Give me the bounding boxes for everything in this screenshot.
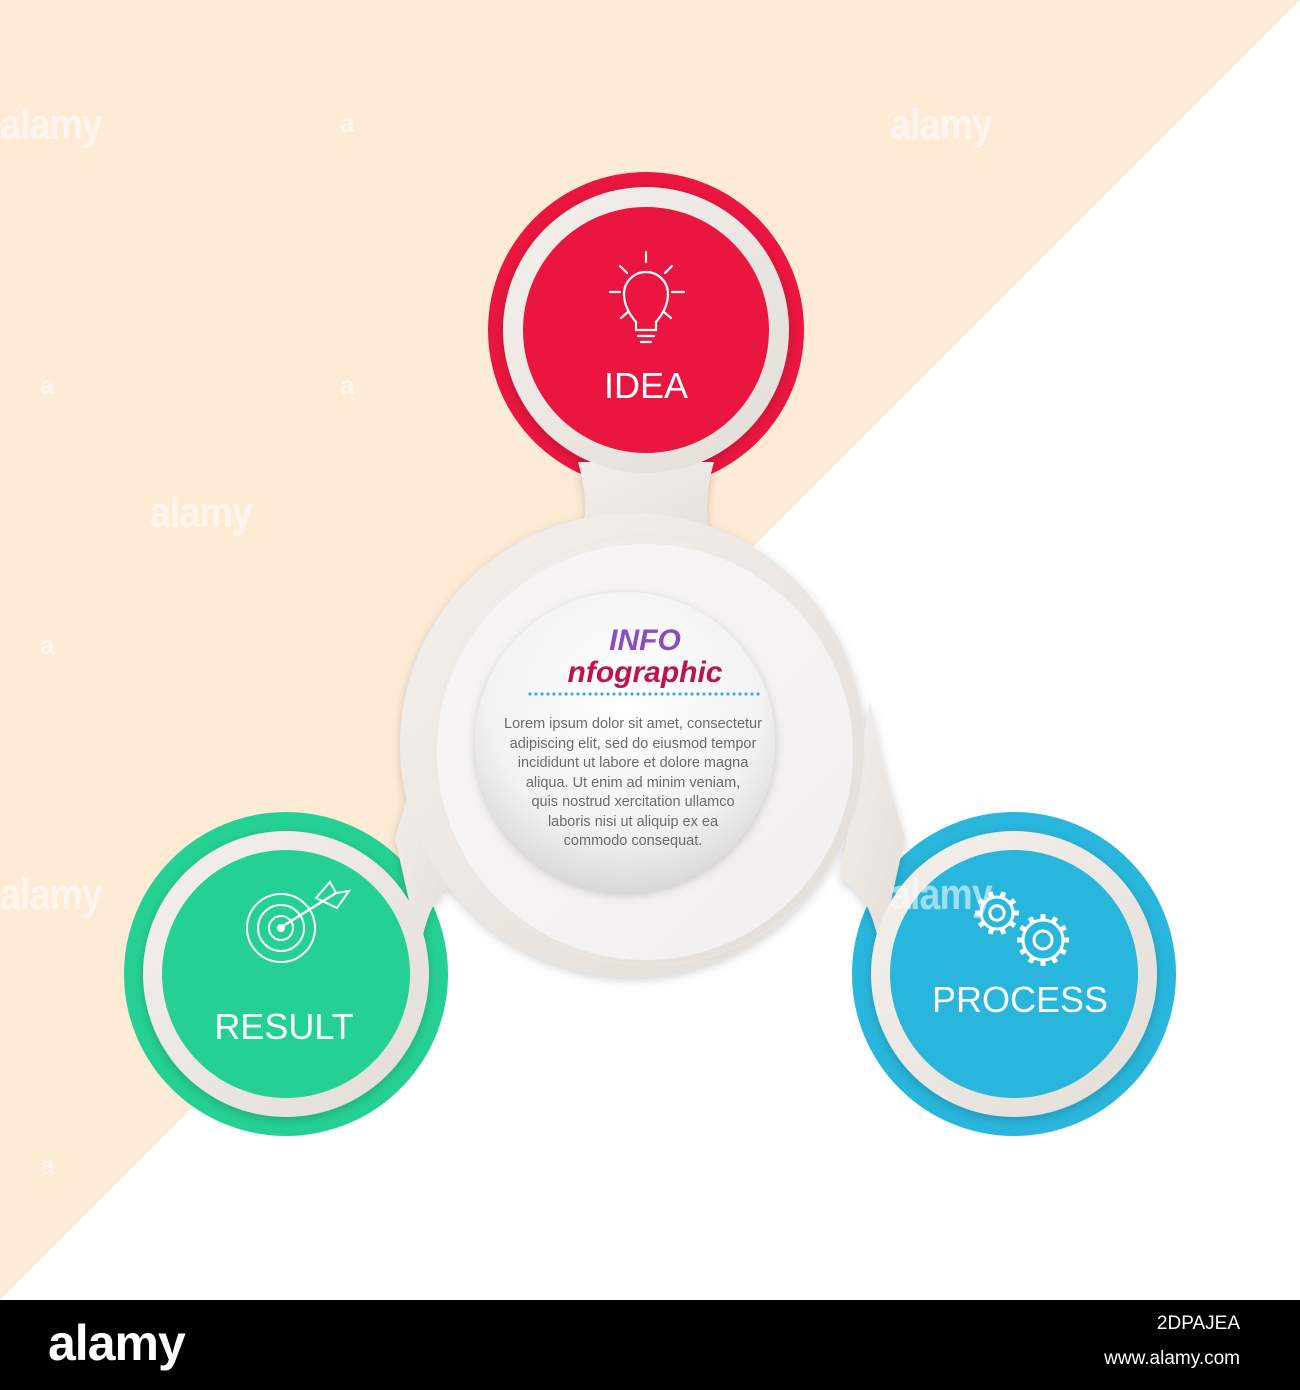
watermark-text: alamy bbox=[0, 870, 103, 919]
watermark-letter: a bbox=[40, 630, 55, 660]
dotted-divider bbox=[528, 692, 760, 696]
divider-dot bbox=[540, 692, 544, 696]
watermark-letter: a bbox=[40, 370, 55, 400]
watermark-letter: a bbox=[340, 370, 355, 400]
divider-dot bbox=[600, 692, 604, 696]
footer-bar: alamy 2DPAJEA www.alamy.com bbox=[0, 1300, 1300, 1390]
watermark-text: alamy bbox=[890, 100, 993, 149]
divider-dot bbox=[708, 692, 712, 696]
divider-dot bbox=[726, 692, 730, 696]
divider-dot bbox=[630, 692, 634, 696]
divider-dot bbox=[648, 692, 652, 696]
divider-dot bbox=[684, 692, 688, 696]
divider-dot bbox=[588, 692, 592, 696]
divider-dot bbox=[636, 692, 640, 696]
watermark-text: alamy bbox=[150, 488, 253, 537]
divider-dot bbox=[702, 692, 706, 696]
process-inner-disc bbox=[890, 850, 1138, 1098]
center-body-line: Lorem ipsum dolor sit amet, consectetur bbox=[504, 716, 762, 732]
divider-dot bbox=[612, 692, 616, 696]
divider-dot bbox=[546, 692, 550, 696]
center-body-line: laboris nisi ut aliquip ex ea bbox=[547, 813, 719, 830]
divider-dot bbox=[654, 692, 658, 696]
divider-dot bbox=[672, 692, 676, 696]
divider-dot bbox=[714, 692, 718, 696]
center-title: INFO bbox=[609, 624, 681, 657]
watermark-text: alamy bbox=[1040, 488, 1143, 537]
center-body-text: Lorem ipsum dolor sit amet, consectetur a… bbox=[478, 715, 788, 852]
watermark-letter: a bbox=[40, 1150, 55, 1180]
center-body-line: aliqua. Ut enim ad minim veniam, bbox=[525, 774, 741, 791]
divider-dot bbox=[606, 692, 610, 696]
watermark-letter: a bbox=[340, 108, 355, 138]
watermark-text: alamy bbox=[0, 100, 103, 149]
divider-dot bbox=[678, 692, 682, 696]
infographic-canvas: INFO nfographic IDEA R bbox=[0, 0, 1300, 1300]
divider-dot bbox=[528, 692, 532, 696]
divider-dot bbox=[666, 692, 670, 696]
divider-dot bbox=[750, 692, 754, 696]
gears-icon bbox=[975, 891, 1069, 966]
divider-dot bbox=[624, 692, 628, 696]
divider-dot bbox=[660, 692, 664, 696]
center-body-line: commodo consequat. bbox=[563, 833, 703, 849]
footer-url: www.alamy.com bbox=[1104, 1348, 1240, 1369]
target-arrow-icon bbox=[246, 880, 352, 963]
divider-dot bbox=[756, 692, 760, 696]
idea-label: IDEA bbox=[604, 365, 688, 406]
center-body-line: adipiscing elit, sed do eiusmod tempor bbox=[509, 735, 757, 752]
divider-dot bbox=[744, 692, 748, 696]
divider-dot bbox=[642, 692, 646, 696]
divider-dot bbox=[732, 692, 736, 696]
divider-dot bbox=[534, 692, 538, 696]
center-info-circle bbox=[475, 592, 775, 892]
result-label: RESULT bbox=[214, 1006, 353, 1047]
center-body-line: incididunt ut labore et dolore magna bbox=[517, 755, 749, 771]
divider-dot bbox=[690, 692, 694, 696]
center-subtitle: nfographic bbox=[568, 656, 723, 689]
process-label: PROCESS bbox=[932, 979, 1108, 1020]
divider-dot bbox=[552, 692, 556, 696]
divider-dot bbox=[564, 692, 568, 696]
center-hollow bbox=[434, 534, 866, 966]
divider-dot bbox=[582, 692, 586, 696]
footer-logo: alamy bbox=[48, 1315, 186, 1371]
divider-dot bbox=[558, 692, 562, 696]
divider-dot bbox=[570, 692, 574, 696]
center-body-line: quis nostrud xercitation ullamco bbox=[531, 794, 735, 810]
divider-dot bbox=[618, 692, 622, 696]
divider-dot bbox=[576, 692, 580, 696]
watermark-text: alamy bbox=[890, 870, 993, 919]
divider-dot bbox=[594, 692, 598, 696]
footer-image-id: 2DPAJEA bbox=[1156, 1313, 1240, 1334]
divider-dot bbox=[738, 692, 742, 696]
result-inner-disc bbox=[162, 850, 410, 1098]
divider-dot bbox=[696, 692, 700, 696]
lightbulb-icon bbox=[608, 250, 686, 344]
divider-dot bbox=[720, 692, 724, 696]
